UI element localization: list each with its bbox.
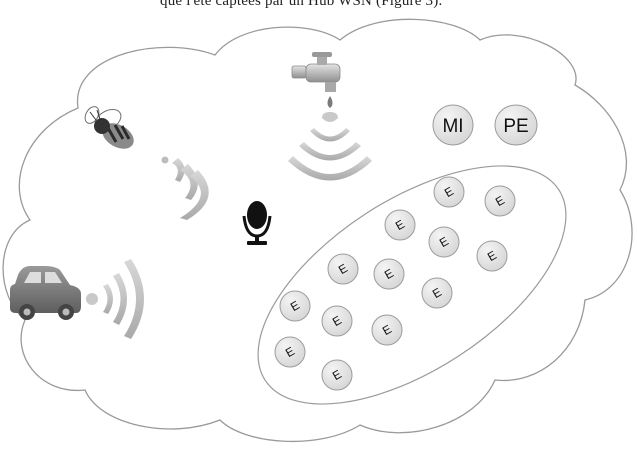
e-node-circle: [421, 277, 453, 309]
microphone-icon: [242, 201, 272, 245]
e-node: E: [476, 240, 508, 272]
e-node-circle: [371, 314, 403, 346]
bee-icon: [84, 106, 134, 149]
e-node: E: [484, 185, 516, 217]
e-node-circle: [274, 336, 306, 368]
e-node-circle: [384, 209, 416, 241]
car-signal-waves: [86, 259, 144, 339]
e-node-circle: [321, 359, 353, 391]
e-node: E: [321, 359, 353, 391]
faucet-icon: [291, 52, 341, 108]
bee-signal-waves: [161, 156, 209, 220]
sensor-cluster-ellipse: [257, 165, 567, 405]
e-node: E: [433, 176, 465, 208]
figure-caption: que l'été captées par un Hub WSN (Figure…: [160, 0, 443, 9]
e-node-circle: [484, 185, 516, 217]
car-icon: [10, 266, 81, 320]
e-node-circle: [428, 226, 460, 258]
e-node-circle: [327, 253, 359, 285]
e-node-circle: [476, 240, 508, 272]
e-node-group: [257, 165, 567, 405]
pe-label: PE: [503, 116, 528, 137]
e-node-circle: [373, 258, 405, 290]
pe-node: PE: [494, 104, 538, 146]
e-node-circle: [321, 305, 353, 337]
mi-node: MI: [432, 104, 474, 146]
e-node: E: [279, 290, 311, 322]
e-node: E: [373, 258, 405, 290]
e-node: E: [327, 253, 359, 285]
e-node: E: [384, 209, 416, 241]
e-node: E: [274, 336, 306, 368]
e-node: E: [321, 305, 353, 337]
faucet-signal-waves: [288, 112, 372, 181]
mi-label: MI: [442, 116, 463, 137]
e-node: E: [428, 226, 460, 258]
e-node-circle: [279, 290, 311, 322]
e-nodes: E E E E E E E E E E E E E: [274, 176, 516, 391]
e-node: E: [371, 314, 403, 346]
e-node-circle: [433, 176, 465, 208]
e-node: E: [421, 277, 453, 309]
